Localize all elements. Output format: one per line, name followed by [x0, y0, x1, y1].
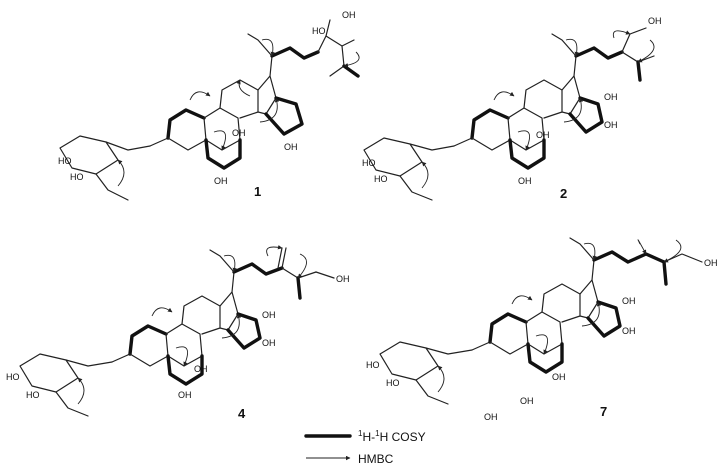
c1-label-oh-1: OH: [342, 10, 356, 20]
c2-label-oh-1: OH: [648, 16, 662, 26]
c7-label-oh-2: OH: [622, 296, 636, 306]
compound-7: [379, 237, 703, 405]
c2-label-oh-5: OH: [518, 176, 532, 186]
legend-hmbc-label: HMBC: [358, 452, 394, 466]
c7-label-oh-1: OH: [704, 258, 718, 268]
compound-4-number: 4: [238, 406, 246, 421]
c1-label-oh-2: OH: [232, 128, 246, 138]
c1-label-oh-3: OH: [284, 142, 298, 152]
c7-label-oh-6: OH: [484, 412, 498, 422]
legend-cosy-label: 1H-1H COSY: [358, 429, 426, 444]
c4-label-oh-5: OH: [178, 390, 192, 400]
c2-label-oh-2: OH: [604, 92, 618, 102]
c1-label-ho-1: HO: [312, 26, 326, 36]
c7-label-ho-sugar-2: HO: [386, 378, 400, 388]
c2-label-ho-sugar-2: HO: [374, 174, 388, 184]
c1-label-oh-4: OH: [214, 176, 228, 186]
c4-label-ho-sugar-1: HO: [6, 372, 20, 382]
compound-1-number: 1: [254, 184, 261, 199]
c7-label-ho-sugar-1: HO: [366, 360, 380, 370]
compound-2-number: 2: [560, 186, 567, 201]
c7-label-oh-3: OH: [622, 326, 636, 336]
c1-label-ho-sugar-1: HO: [58, 156, 72, 166]
c2-label-oh-3: OH: [604, 120, 618, 130]
c4-label-ho-sugar-2: HO: [26, 390, 40, 400]
legend: 1H-1H COSY HMBC: [304, 429, 426, 466]
compound-7-number: 7: [600, 404, 607, 419]
compound-1: [59, 19, 360, 201]
compound-2: [363, 27, 655, 201]
c2-label-ho-sugar-1: HO: [362, 158, 376, 168]
c1-label-ho-sugar-2: HO: [70, 172, 84, 182]
c7-label-oh-4: OH: [552, 372, 566, 382]
c4-label-oh-3: OH: [262, 338, 276, 348]
c4-label-oh-2: OH: [262, 310, 276, 320]
compound-4: [19, 245, 335, 417]
c2-label-oh-4: OH: [536, 130, 550, 140]
c4-label-oh-4: OH: [194, 364, 208, 374]
c4-label-oh-1: OH: [336, 274, 350, 284]
c7-label-oh-5: OH: [520, 396, 534, 406]
